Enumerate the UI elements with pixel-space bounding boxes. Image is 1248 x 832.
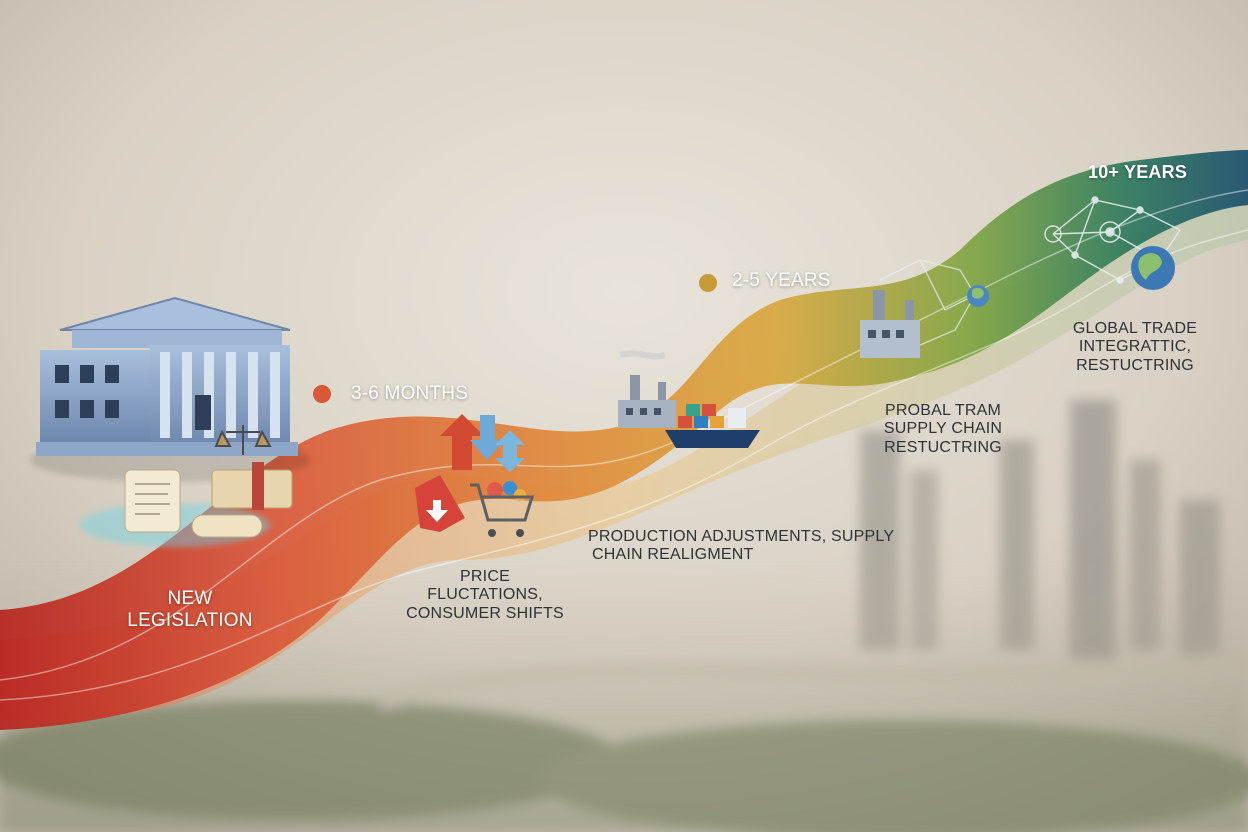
label-new-legislation: NEW LEGISLATION [110, 588, 270, 632]
factory-icon-2 [860, 290, 920, 358]
label-global-line2: INTEGRATTIC, [1078, 338, 1192, 356]
time-label-10-years: 10+ YEARS [1088, 162, 1188, 182]
time-label-2-5-years: 2-5 YEARS [732, 270, 831, 291]
label-probal-line3: RESTUCTRING [884, 438, 1002, 456]
label-production-line2: CHAIN REALIGMENT [592, 546, 754, 564]
label-global-line3: RESTUCTRING [1076, 356, 1194, 374]
label-production-line1: PRODUCTION ADJUSTMENTS, SUPPLY [588, 528, 895, 545]
label-probal-line2: SUPPLY CHAIN [883, 420, 1003, 438]
time-label-3-6-months: 3-6 MONTHS [351, 383, 469, 404]
cargo-ship-icon [665, 404, 760, 448]
arrows-icon [440, 414, 525, 472]
scroll-icon [80, 462, 293, 547]
label-price-line3: CONSUMER SHIFTS [406, 604, 564, 622]
label-probal-tram: PROBAL TRAM SUPPLY CHAIN RESTUCTRING [868, 402, 1018, 457]
label-global-line1: GLOBAL TRADE [1072, 320, 1198, 337]
ribbon-main [0, 150, 1248, 730]
timeline-dot-3-6-months [313, 385, 331, 403]
label-price-line2: FLUCTATIONS, [427, 586, 543, 604]
network-icon [879, 196, 1181, 346]
factory-icon [618, 350, 676, 428]
label-new-legislation-line1: NEW [167, 588, 213, 609]
flow-lines [0, 189, 1248, 701]
scales-icon [214, 425, 272, 455]
label-global-trade: GLOBAL TRADE INTEGRATTIC, RESTUCTRING [1060, 320, 1210, 375]
label-production-adjustments: PRODUCTION ADJUSTMENTS, SUPPLY CHAIN REA… [588, 528, 894, 565]
label-price-line1: PRICE [460, 568, 510, 585]
timeline-dot-2-5-years [699, 274, 717, 292]
label-probal-line1: PROBAL TRAM [884, 402, 1001, 419]
shopping-cart-icon [470, 481, 535, 537]
price-tag-icon [415, 475, 465, 532]
label-new-legislation-line2: LEGISLATION [127, 609, 253, 631]
label-price-fluctuations: PRICE FLUCTATIONS, CONSUMER SHIFTS [400, 568, 570, 623]
globe-icon [967, 246, 1175, 307]
